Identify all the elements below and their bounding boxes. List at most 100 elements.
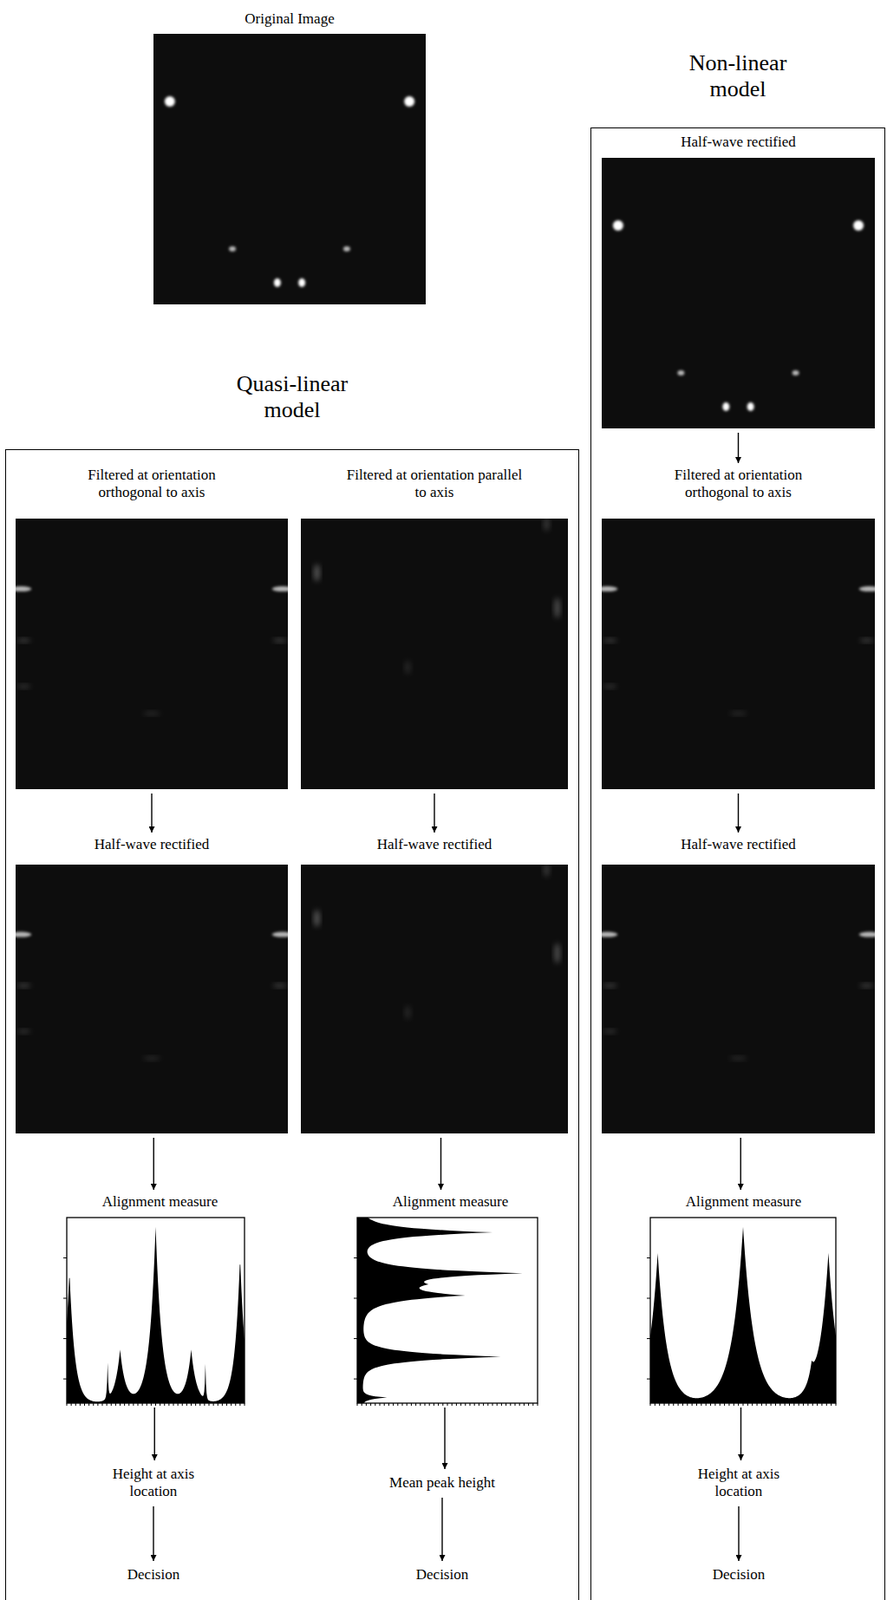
axis-tick bbox=[515, 1402, 516, 1406]
axis-tick bbox=[646, 1297, 651, 1299]
model-heading: Quasi-linear model bbox=[218, 371, 366, 424]
image-node: Filtered at orientation orthogonal to ax… bbox=[601, 466, 875, 790]
axis-tick bbox=[119, 1402, 121, 1406]
axis-tick bbox=[79, 1402, 81, 1406]
image-panel bbox=[10, 518, 293, 790]
image-spot bbox=[677, 370, 685, 376]
step-text: Decision bbox=[101, 1564, 206, 1585]
image-node: Half-wave rectified bbox=[601, 133, 875, 429]
image-spot bbox=[16, 684, 31, 688]
panel-caption: Half-wave rectified bbox=[341, 835, 529, 854]
axis-tick bbox=[474, 1402, 476, 1406]
axis-tick bbox=[415, 1402, 417, 1406]
axis-tick bbox=[168, 1402, 170, 1406]
panel-frame bbox=[590, 127, 886, 1600]
chart-area bbox=[650, 1226, 836, 1403]
image-spot bbox=[602, 984, 617, 988]
image-spot bbox=[404, 660, 411, 675]
panel-caption: Filtered at orientation orthogonal to ax… bbox=[58, 466, 246, 501]
chart-area bbox=[66, 1226, 245, 1403]
axis-tick bbox=[784, 1402, 786, 1406]
axis-tick bbox=[353, 1378, 358, 1380]
flow-arrow bbox=[440, 1137, 442, 1190]
image-ground bbox=[601, 518, 875, 790]
axis-tick bbox=[63, 1337, 67, 1339]
axis-tick bbox=[691, 1402, 693, 1406]
axis-tick bbox=[63, 1257, 67, 1259]
image-node: Filtered at orientation parallel to axis bbox=[300, 466, 568, 790]
axis-tick bbox=[221, 1402, 223, 1406]
flow-arrow bbox=[740, 1137, 742, 1190]
axis-tick bbox=[186, 1402, 188, 1406]
axis-tick bbox=[392, 1402, 394, 1406]
axis-tick bbox=[826, 1402, 828, 1406]
model-heading: Non-linear model bbox=[664, 50, 812, 103]
axis-tick bbox=[798, 1402, 800, 1406]
axis-tick bbox=[353, 1297, 358, 1299]
axis-tick bbox=[370, 1402, 372, 1406]
image-ground bbox=[15, 518, 288, 790]
step-text: Decision bbox=[390, 1564, 495, 1585]
axis-tick bbox=[195, 1402, 196, 1406]
axis-tick bbox=[682, 1402, 684, 1406]
image-node: Half-wave rectified bbox=[15, 835, 288, 1134]
flow-arrow bbox=[737, 793, 739, 833]
axis-tick bbox=[361, 1402, 363, 1406]
axis-tick bbox=[128, 1402, 130, 1406]
axis-tick bbox=[226, 1402, 228, 1406]
axis-tick bbox=[714, 1402, 716, 1406]
axis-tick bbox=[142, 1402, 144, 1406]
flow-arrow bbox=[150, 793, 152, 833]
axis-tick bbox=[723, 1402, 725, 1406]
axis-tick bbox=[728, 1402, 730, 1406]
axis-tick bbox=[775, 1402, 777, 1406]
axis-tick bbox=[537, 1402, 539, 1406]
axis-tick bbox=[505, 1402, 507, 1406]
axis-tick bbox=[365, 1402, 367, 1406]
image-spot bbox=[730, 711, 748, 716]
axis-tick bbox=[779, 1402, 781, 1406]
axis-tick bbox=[478, 1402, 480, 1406]
axis-tick bbox=[654, 1402, 656, 1406]
image-ground bbox=[300, 864, 568, 1134]
image-panel bbox=[10, 864, 293, 1134]
axis-tick bbox=[650, 1402, 652, 1406]
axis-tick bbox=[433, 1402, 435, 1406]
axis-tick bbox=[678, 1402, 679, 1406]
axis-tick bbox=[719, 1402, 721, 1406]
axis-tick bbox=[199, 1402, 201, 1406]
axis-tick bbox=[492, 1402, 494, 1406]
image-node: Filtered at orientation orthogonal to ax… bbox=[15, 466, 288, 790]
axis-tick bbox=[668, 1402, 670, 1406]
image-panel bbox=[300, 516, 568, 790]
axis-tick bbox=[664, 1402, 666, 1406]
axis-tick bbox=[686, 1402, 688, 1406]
image-ground bbox=[153, 33, 426, 305]
chart-area bbox=[357, 1217, 523, 1403]
image-spot bbox=[554, 942, 561, 964]
axis-tick bbox=[424, 1402, 426, 1406]
chart bbox=[353, 1217, 538, 1406]
flow-arrow bbox=[737, 1506, 739, 1561]
chart-node: Alignment measure bbox=[357, 1193, 538, 1403]
image-panel bbox=[596, 518, 880, 790]
image-spot bbox=[313, 909, 320, 927]
axis-tick bbox=[173, 1402, 175, 1406]
axis-tick bbox=[743, 1402, 744, 1406]
image-spot bbox=[860, 638, 874, 642]
image-spot bbox=[730, 1056, 748, 1060]
panel-caption: Original Image bbox=[196, 10, 384, 28]
axis-tick bbox=[789, 1402, 790, 1406]
axis-tick bbox=[487, 1402, 489, 1406]
image-spot bbox=[143, 711, 161, 716]
image-spot bbox=[272, 932, 294, 938]
axis-tick bbox=[410, 1402, 412, 1406]
model-panel: Half-wave rectifiedFiltered at orientati… bbox=[590, 50, 886, 1600]
axis-tick bbox=[123, 1402, 125, 1406]
axis-tick bbox=[106, 1402, 108, 1406]
axis-tick bbox=[97, 1402, 98, 1406]
image-panel bbox=[153, 33, 426, 305]
axis-tick bbox=[807, 1402, 809, 1406]
image-spot bbox=[543, 516, 549, 531]
